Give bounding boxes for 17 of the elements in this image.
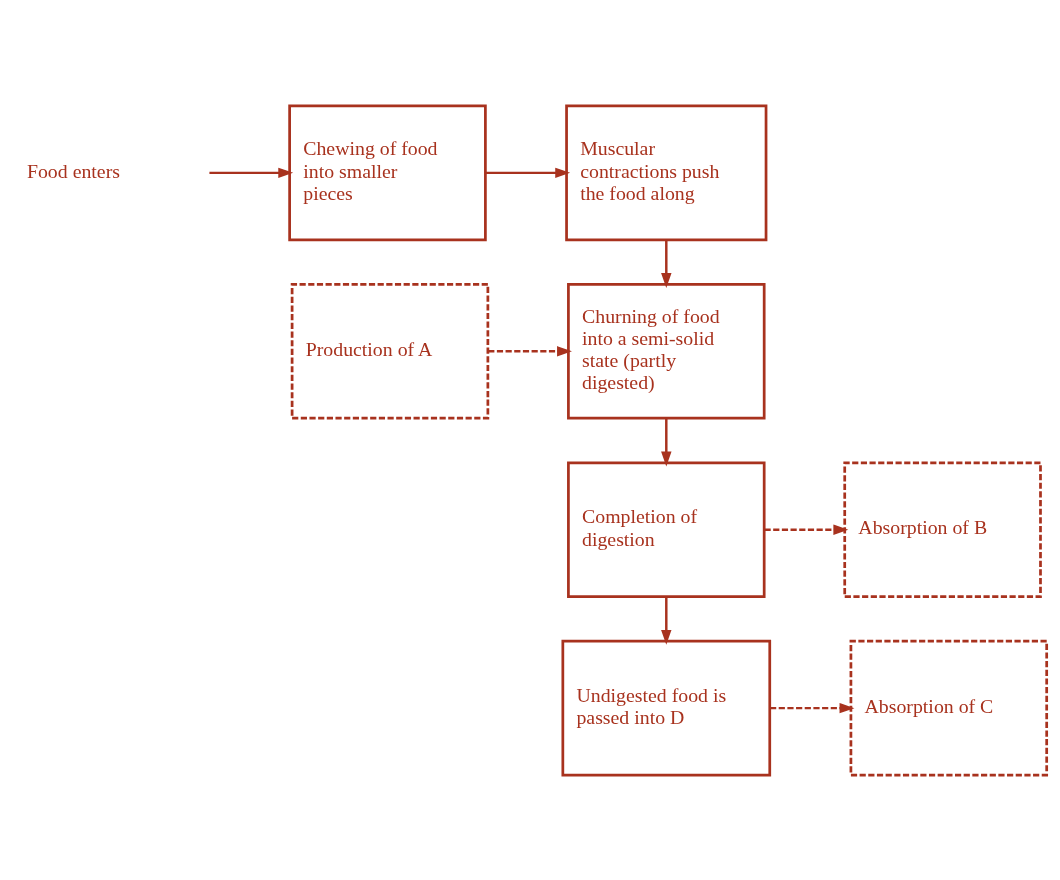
arrow — [661, 239, 672, 288]
arrow — [209, 167, 294, 178]
arrow — [764, 524, 849, 535]
node-box: Undigested food is passed into D — [561, 639, 772, 776]
arrow — [661, 418, 672, 466]
node-box: Completion of digestion — [567, 460, 766, 598]
node-box: Muscular contractions push the food along — [565, 104, 768, 241]
arrow — [770, 702, 855, 713]
arrow — [488, 345, 572, 356]
node-box: Production of A — [290, 282, 490, 420]
node-box: Chewing of food into smaller pieces — [288, 104, 487, 241]
node-box: Absorption of C — [849, 639, 1049, 776]
node-box: Absorption of B — [843, 460, 1042, 598]
arrow — [485, 167, 571, 178]
arrow — [661, 596, 672, 645]
node-text: Food enters — [26, 159, 120, 182]
node-box: Churning of food into a semi-solid state (partly digested) — [567, 282, 766, 420]
